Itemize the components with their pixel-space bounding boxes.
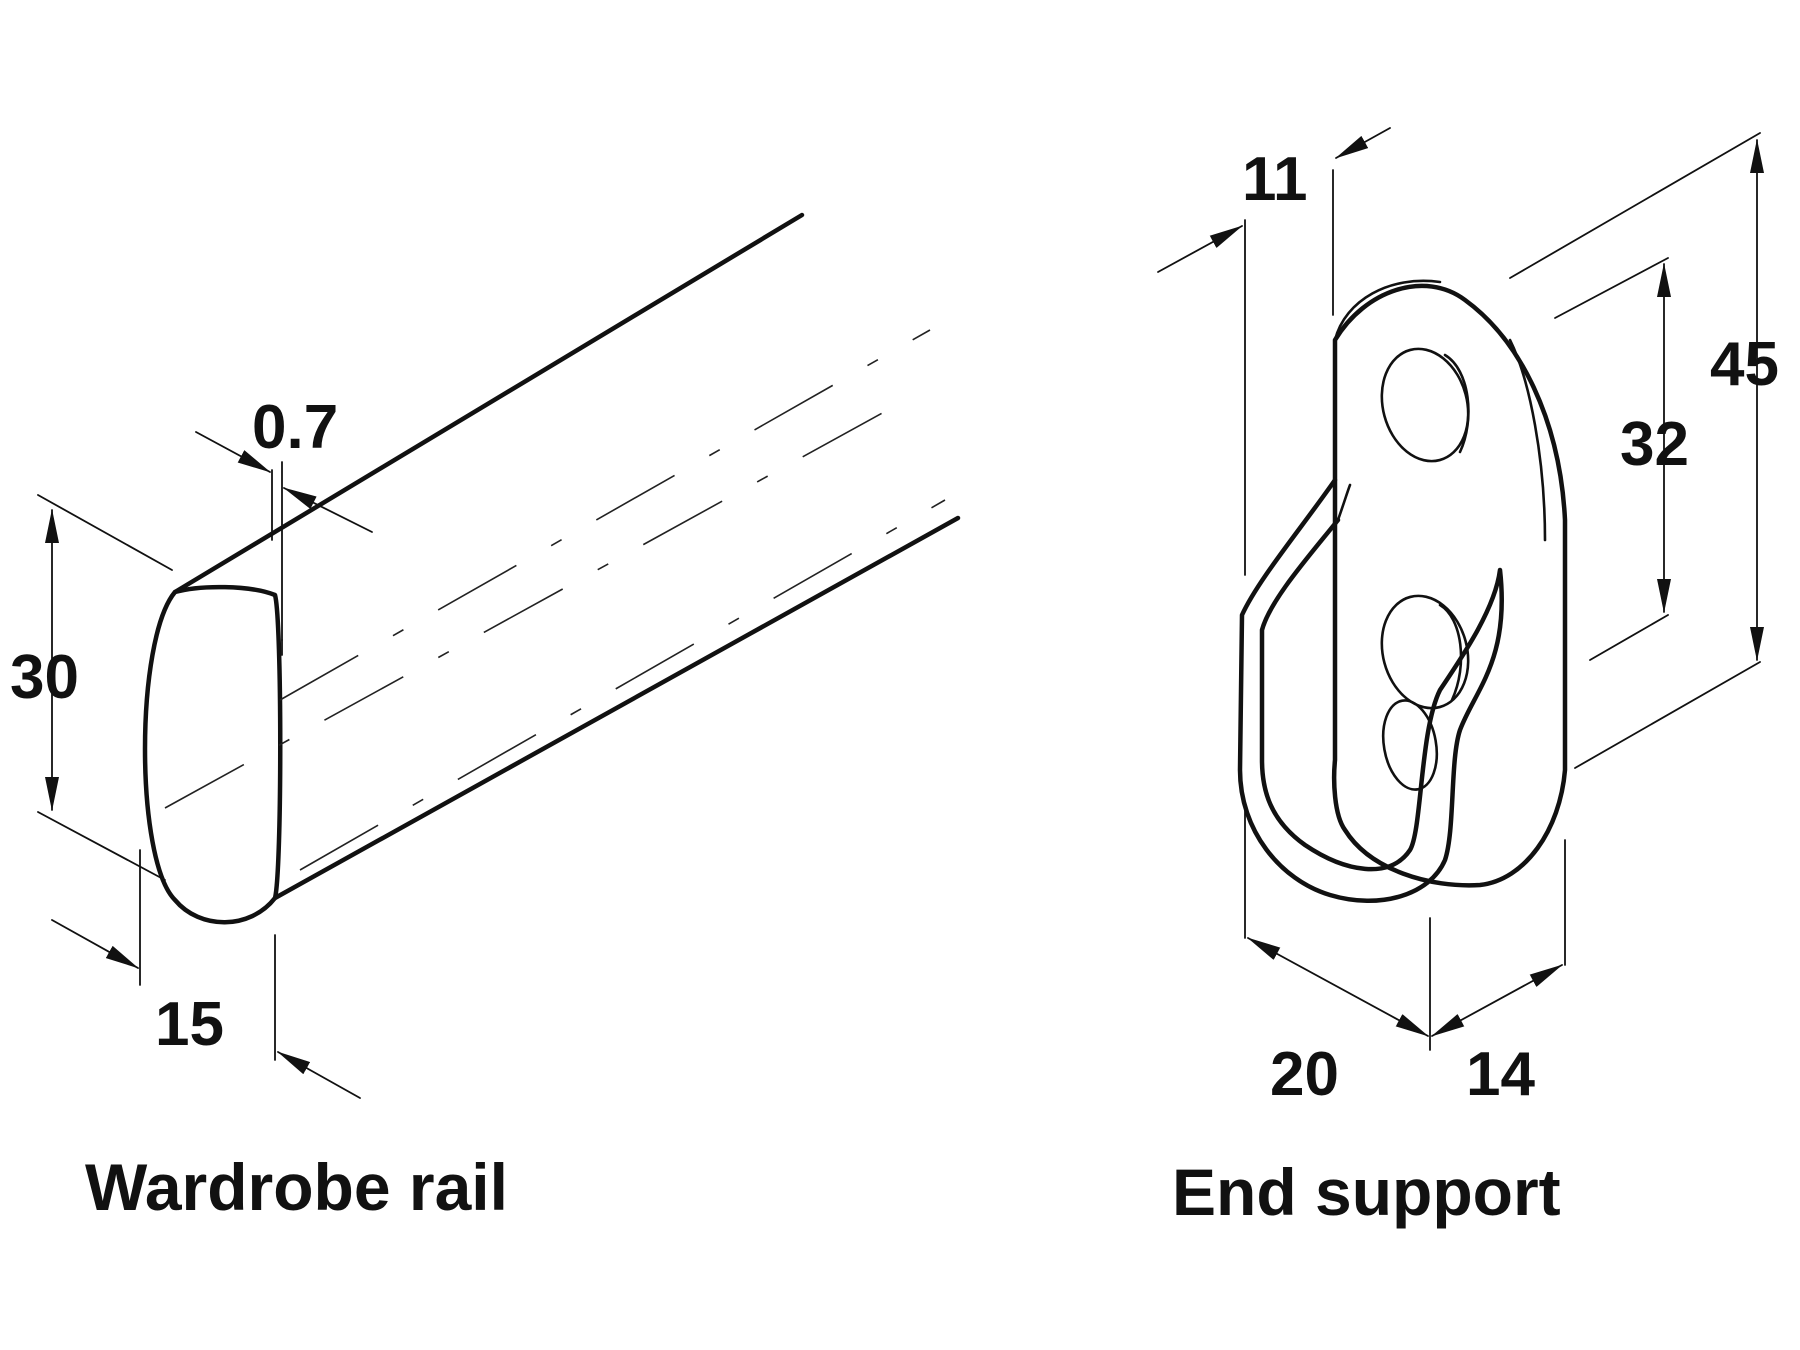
rail-bottom-edge (272, 515, 961, 901)
wardrobe-rail-drawing: 30 15 0.7 Wardrobe rail (10, 212, 961, 1224)
rail-width-label: 15 (155, 990, 224, 1059)
rail-wall-thickness-label: 0.7 (252, 393, 338, 462)
rail-end-face (142, 584, 283, 925)
rail-hidden-line (164, 394, 916, 809)
support-hole-spacing-label: 32 (1620, 410, 1689, 479)
support-side-width-label: 14 (1466, 1040, 1535, 1109)
support-depth-label: 11 (1242, 145, 1308, 214)
end-support-drawing: 11 45 32 20 14 End support (1157, 127, 1779, 1229)
support-base-width-line (1247, 937, 1429, 1037)
rail-top-edge (172, 212, 805, 595)
support-overall-height-label: 45 (1710, 330, 1779, 399)
support-back-plate (1331, 283, 1568, 888)
support-upper-hole (1380, 347, 1470, 463)
support-base-width-label: 20 (1270, 1040, 1339, 1109)
rail-caption: Wardrobe rail (85, 1150, 508, 1224)
support-caption: End support (1172, 1155, 1561, 1229)
rail-height-label: 30 (10, 643, 79, 712)
rail-hidden-line (299, 499, 946, 871)
support-side-width-line (1431, 964, 1563, 1037)
support-cup (1237, 477, 1504, 904)
support-lower-hole (1380, 594, 1470, 710)
rail-hidden-line (279, 329, 931, 701)
